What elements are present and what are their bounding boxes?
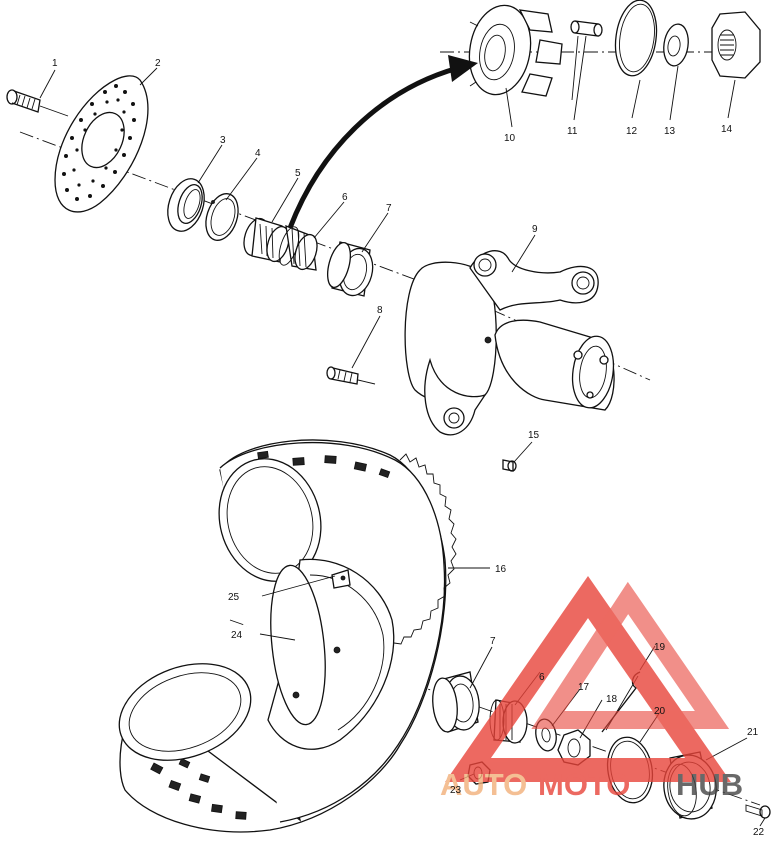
label-part-17: 17 <box>578 682 590 693</box>
part-5-spline-hub <box>243 217 290 263</box>
part-10-hub <box>468 4 563 97</box>
label-part-6: 6 <box>342 192 348 203</box>
part-8-bolt <box>326 366 376 385</box>
part-1-bolt <box>6 89 69 117</box>
part-15-bolt <box>502 459 517 472</box>
part-25-valve <box>331 569 351 589</box>
label-part-16: 16 <box>495 564 507 575</box>
part-2-brake-disc <box>54 75 149 213</box>
part-11-pin <box>570 20 603 101</box>
label-part-20: 20 <box>654 706 666 717</box>
part-7b-bearing-cup <box>432 671 480 733</box>
label-part-8: 8 <box>377 305 383 316</box>
watermark-logo: AUTO MOTO HUB <box>440 575 743 802</box>
label-part-21: 21 <box>747 727 759 738</box>
label-part-1: 1 <box>52 58 58 69</box>
part-14-nut <box>711 11 761 79</box>
watermark-triangle-right <box>531 581 730 729</box>
part-4-ring <box>205 193 239 241</box>
label-part-23: 23 <box>450 785 462 796</box>
part-9-knuckle <box>404 250 615 436</box>
label-part-4: 4 <box>255 148 261 159</box>
part-3-seal <box>167 178 205 232</box>
label-part-7-lower: 7 <box>490 636 496 647</box>
watermark-triangle-left <box>445 575 731 782</box>
part-7-bearing-cup <box>327 241 374 297</box>
label-part-7: 7 <box>386 203 392 214</box>
label-part-6-lower: 6 <box>539 672 545 683</box>
assembly-arrow <box>287 55 478 229</box>
part-12-o-ring <box>614 0 658 77</box>
part-6-bearing <box>278 224 318 271</box>
label-part-25: 25 <box>228 592 240 603</box>
label-part-2: 2 <box>155 58 161 69</box>
label-part-14: 14 <box>721 124 733 135</box>
watermark-text-hub: HUB <box>676 767 743 802</box>
label-part-3: 3 <box>220 135 226 146</box>
part-labels: 1 2 3 4 5 6 7 8 9 10 11 12 13 14 15 16 7… <box>52 58 765 838</box>
label-part-22: 22 <box>753 827 765 838</box>
label-part-13: 13 <box>664 126 676 137</box>
watermark-text-auto: AUTO <box>440 767 527 802</box>
label-part-18: 18 <box>606 694 618 705</box>
label-part-24: 24 <box>231 630 243 641</box>
label-part-11: 11 <box>567 126 578 137</box>
label-part-19: 19 <box>654 642 666 653</box>
label-part-12: 12 <box>626 126 638 137</box>
part-22-screw <box>745 804 771 819</box>
watermark-text-moto: MOTO <box>538 767 630 802</box>
label-part-10: 10 <box>504 133 516 144</box>
label-part-15: 15 <box>528 430 540 441</box>
label-part-9: 9 <box>532 224 538 235</box>
part-13-washer <box>663 23 689 67</box>
label-part-5: 5 <box>295 168 301 179</box>
